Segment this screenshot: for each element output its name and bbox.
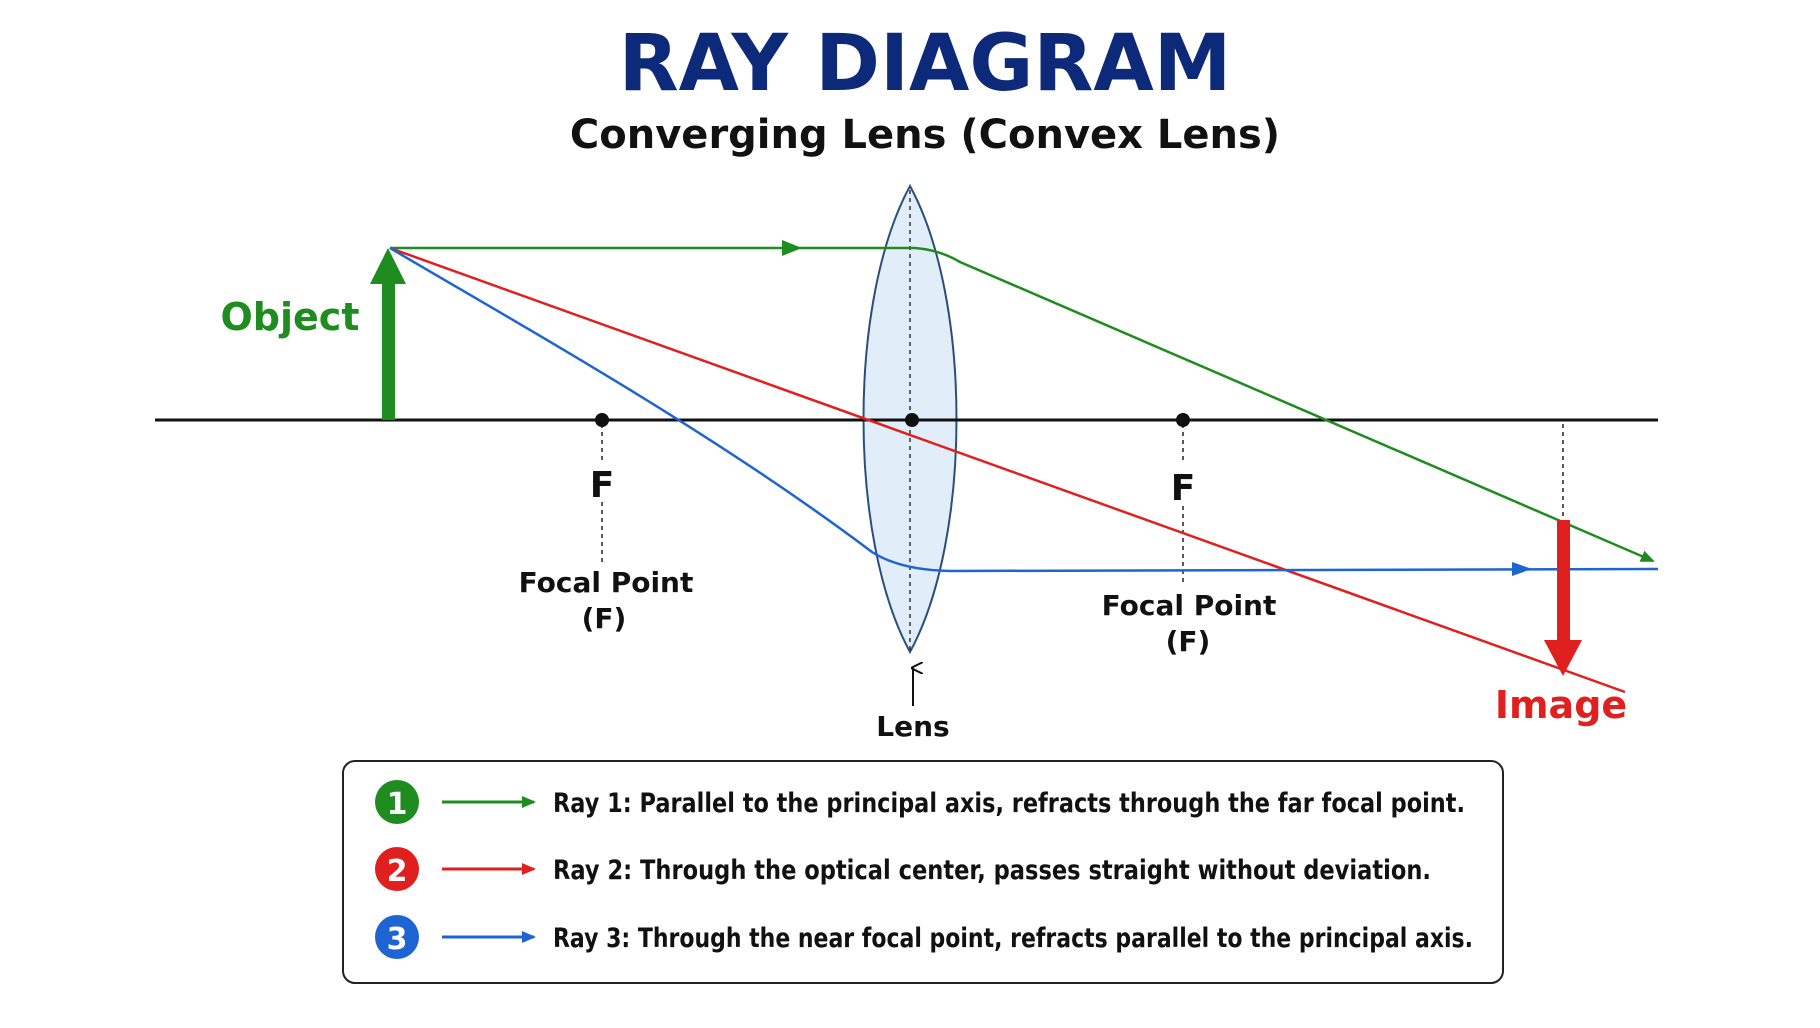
ray-1-direction-arrow xyxy=(782,240,802,256)
lens-label: Lens xyxy=(876,710,949,743)
legend-badge-1 xyxy=(375,780,419,824)
page-title: RAY DIAGRAM xyxy=(619,19,1232,109)
focal-letter-right: F xyxy=(1171,468,1196,509)
legend-badge-3-number: 3 xyxy=(387,922,408,957)
legend-box xyxy=(342,760,1504,984)
legend-text-1: Ray 1: Parallel to the principal axis, r… xyxy=(553,788,1465,819)
ray-1-line xyxy=(390,246,1655,563)
legend-item-ray-1: 1 Ray 1: Parallel to the principal axis,… xyxy=(375,780,1465,824)
ray-2-line xyxy=(389,246,1626,694)
legend-badge-2 xyxy=(375,847,419,891)
object-arrow-head xyxy=(370,248,406,284)
legend-item-ray-2: 2 Ray 2: Through the optical center, pas… xyxy=(375,847,1431,891)
object-label: Object xyxy=(221,295,360,339)
focal-point-right-label-2: (F) xyxy=(1166,625,1211,658)
legend-item-ray-3: 3 Ray 3: Through the near focal point, r… xyxy=(375,915,1473,959)
focal-point-right-dot xyxy=(1176,413,1190,427)
legend: 1 Ray 1: Parallel to the principal axis,… xyxy=(342,760,1504,984)
focal-letter-left: F xyxy=(590,465,615,506)
focal-point-left-label: Focal Point xyxy=(519,566,694,599)
legend-badge-3 xyxy=(375,915,419,959)
legend-text-2: Ray 2: Through the optical center, passe… xyxy=(553,855,1431,886)
page-subtitle: Converging Lens (Convex Lens) xyxy=(570,112,1280,158)
legend-badge-1-number: 1 xyxy=(387,787,408,822)
object-arrow-shaft xyxy=(382,282,395,420)
image-label: Image xyxy=(1495,683,1627,727)
legend-text-3: Ray 3: Through the near focal point, ref… xyxy=(553,923,1473,954)
focal-point-right-label: Focal Point xyxy=(1102,589,1277,622)
ray-3-direction-arrow xyxy=(1512,562,1532,576)
focal-point-left-dot xyxy=(595,413,609,427)
legend-badge-2-number: 2 xyxy=(387,854,408,889)
optical-center-dot xyxy=(905,413,919,427)
focal-point-left-label-2: (F) xyxy=(582,602,627,635)
ray-3-line xyxy=(389,246,1659,573)
image-arrow-head xyxy=(1544,640,1582,676)
image-arrow-shaft xyxy=(1557,520,1570,642)
